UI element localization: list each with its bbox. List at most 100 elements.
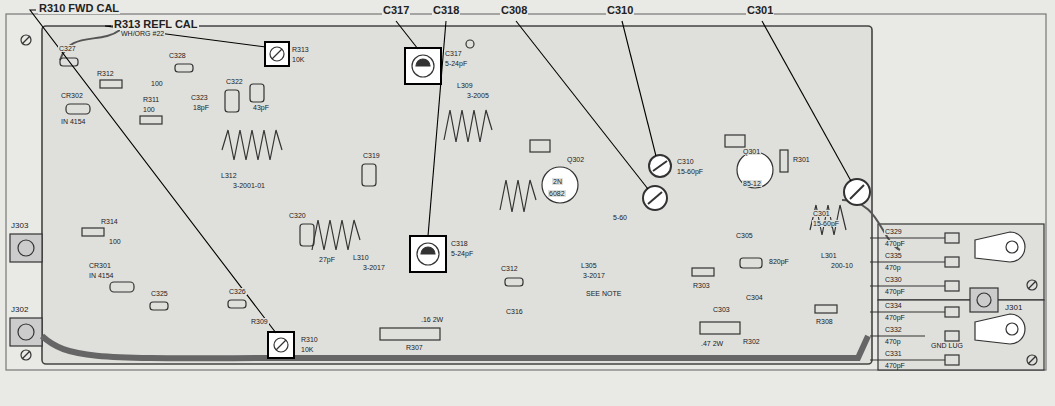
resistor-symbol — [780, 150, 788, 172]
part-label: 5-24pF — [444, 60, 468, 67]
part-label: 43pF — [252, 104, 270, 111]
part-label: R307 — [405, 344, 424, 351]
part-label: 27pF — [318, 256, 336, 263]
diode-symbol — [66, 104, 90, 114]
part-label: 15-60pF — [676, 168, 704, 175]
part-label: C323 — [190, 94, 209, 101]
trim-resistor — [268, 332, 294, 358]
part-label: C320 — [288, 212, 307, 219]
part-label: C335 — [884, 252, 903, 259]
part-label: C331 — [884, 350, 903, 357]
jack-symbol — [18, 324, 34, 340]
callout-label: C308 — [500, 5, 528, 16]
part-label: C329 — [884, 228, 903, 235]
part-label: 470pF — [884, 240, 906, 247]
callout-label: C318 — [432, 5, 460, 16]
trim-resistor — [265, 42, 289, 66]
jack-symbol — [10, 234, 42, 262]
capacitor-symbol — [175, 64, 193, 72]
part-label: R314 — [100, 218, 119, 225]
part-label: C330 — [884, 276, 903, 283]
part-label: C312 — [500, 265, 519, 272]
callout-label: R313 REFL CAL — [113, 19, 199, 30]
trim-capacitor — [410, 236, 446, 272]
board-outline — [42, 26, 872, 364]
trim-capacitor — [649, 155, 671, 177]
part-label: C319 — [362, 152, 381, 159]
part-label: R311 — [142, 96, 160, 103]
transistor-lead — [725, 135, 745, 147]
part-label: CR301 — [88, 262, 112, 269]
part-label: IN 4154 — [88, 272, 115, 279]
coil-symbol — [444, 110, 492, 142]
part-label: SEE NOTE — [585, 290, 622, 297]
part-label: 3-2017 — [362, 264, 386, 271]
callout-label: C310 — [606, 5, 634, 16]
capacitor-symbol — [228, 300, 246, 308]
coil-symbol — [222, 130, 282, 160]
part-label: 470pF — [884, 288, 906, 295]
part-label: 10K — [300, 346, 314, 353]
jack-symbol — [970, 288, 998, 312]
coil-symbol — [810, 205, 846, 235]
part-label: L312 — [220, 172, 238, 179]
part-label: R302 — [742, 338, 761, 345]
part-label: L310 — [352, 254, 370, 261]
part-label: C304 — [745, 294, 764, 301]
part-label: C305 — [735, 232, 754, 239]
part-label: R309 — [250, 318, 269, 325]
part-label: C334 — [884, 302, 903, 309]
part-label: 200-10 — [830, 262, 854, 269]
jack-symbol — [10, 318, 42, 346]
leader-line — [30, 10, 851, 333]
part-label: 5-24pF — [450, 250, 474, 257]
resistor-symbol — [700, 322, 740, 334]
part-label: C326 — [228, 288, 247, 295]
part-label: 3-2017 — [582, 272, 606, 279]
part-label: C317 — [444, 50, 463, 57]
part-label: GND LUG — [930, 342, 964, 349]
part-label: R303 — [692, 282, 711, 289]
part-label: 470pF — [884, 314, 906, 321]
ground-wire — [42, 336, 868, 358]
part-label: 15-60pF — [812, 220, 840, 227]
part-label: WH/ORG #22 — [120, 30, 165, 37]
callout-label: R310 FWD CAL — [38, 3, 120, 14]
resistor-symbol — [82, 228, 104, 236]
part-label: C327 — [58, 45, 77, 52]
part-label: L301 — [820, 252, 838, 259]
part-label: C325 — [150, 290, 169, 297]
part-label: C316 — [505, 308, 524, 315]
part-label: 100 — [142, 106, 156, 113]
part-label: C310 — [676, 158, 695, 165]
solder-lug — [975, 232, 1025, 344]
part-label: 3-2005 — [466, 92, 490, 99]
screw — [21, 35, 1037, 365]
part-label: CR302 — [60, 92, 84, 99]
resistor-symbol — [692, 268, 714, 276]
part-label: 470p — [884, 264, 902, 271]
part-label: 3-2001-01 — [232, 182, 266, 189]
capacitor-symbol — [150, 302, 168, 310]
part-label: C332 — [884, 326, 903, 333]
part-label: R310 — [300, 336, 319, 343]
part-label: C322 — [225, 78, 244, 85]
part-label: J303 — [10, 222, 29, 230]
coil-symbol — [312, 220, 360, 250]
housing-outline — [6, 14, 1046, 370]
part-label: R308 — [815, 318, 834, 325]
part-label: L305 — [580, 262, 598, 269]
callout-label: C317 — [382, 5, 410, 16]
diode-symbol — [110, 282, 134, 292]
part-label: .16 2W — [420, 316, 444, 323]
capacitor-symbol — [300, 224, 314, 246]
part-label: 6082 — [548, 190, 566, 197]
part-label: 18pF — [192, 104, 210, 111]
capacitor-symbol — [225, 90, 239, 112]
part-label: C318 — [450, 240, 469, 247]
trim-capacitor — [844, 179, 870, 205]
capacitor-symbol — [740, 258, 762, 268]
part-label: .47 2W — [700, 340, 724, 347]
capacitor-symbol — [505, 278, 523, 286]
part-label: 820pF — [768, 258, 790, 265]
